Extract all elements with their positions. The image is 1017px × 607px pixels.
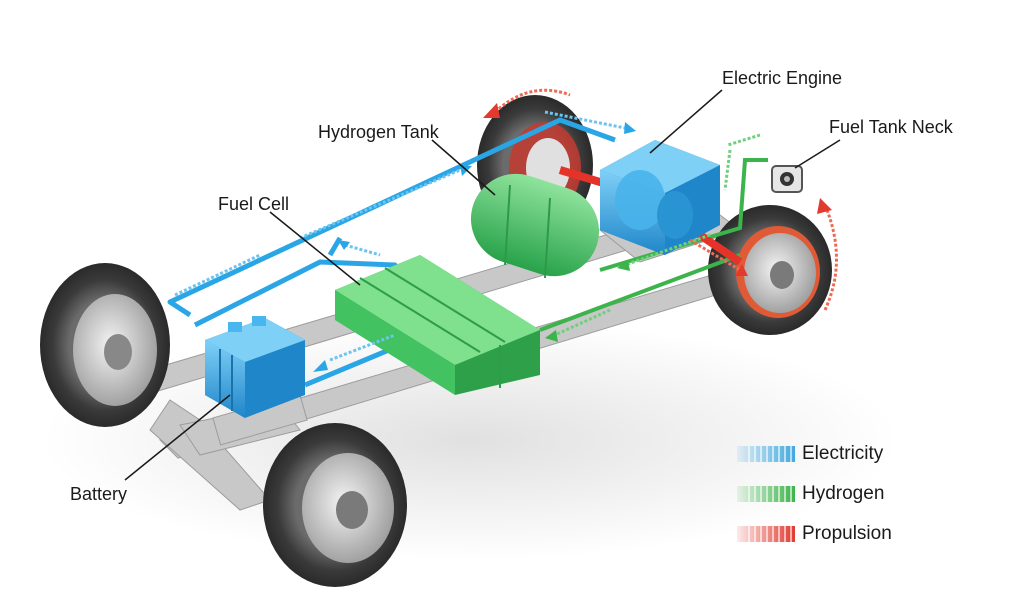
label-hydrogen-tank: Hydrogen Tank [318, 122, 439, 142]
legend-label-hydrogen: Hydrogen [802, 483, 885, 504]
hydrogen-tank [470, 173, 600, 279]
label-battery: Battery [70, 484, 128, 504]
hydrogen-flow-arrows [554, 133, 761, 337]
hydrogen-arrowheads [545, 260, 630, 342]
leader-lines [124, 89, 841, 481]
rear-left-wheel [708, 205, 832, 335]
battery [205, 316, 305, 418]
front-left-wheel [40, 263, 170, 427]
label-electric-engine: Electric Engine [722, 68, 843, 88]
propulsion-arrowheads [483, 103, 832, 276]
electricity-flow-arrows [174, 110, 626, 362]
legend-label-propulsion: Propulsion [802, 523, 892, 544]
electric-engine [600, 140, 720, 255]
fuel-tank-neck [771, 165, 803, 193]
front-right-wheel [263, 423, 407, 587]
legend-label-electricity: Electricity [802, 443, 884, 464]
legend-swatch-stripes [748, 446, 792, 542]
label-fuel-tank-neck: Fuel Tank Neck [829, 117, 953, 137]
fuel-cell [335, 255, 540, 395]
propulsion-flow-arrows [493, 88, 838, 311]
legend-swatches [737, 446, 795, 542]
label-fuel-cell: Fuel Cell [218, 194, 290, 214]
